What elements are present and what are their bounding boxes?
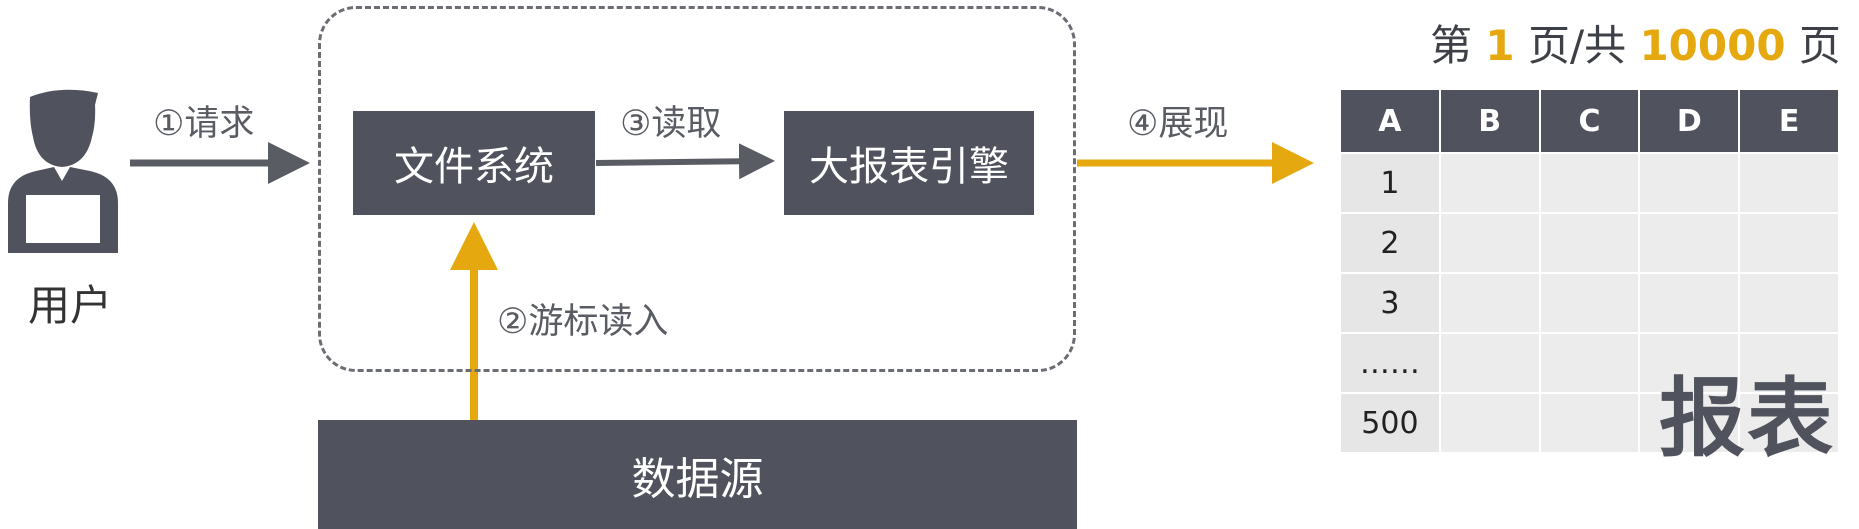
user-label: 用户	[27, 281, 112, 330]
table-row: 500	[1341, 392, 1840, 452]
report-table: A B C D E 1 2 3 …… 500	[1341, 90, 1840, 452]
column-header: E	[1740, 90, 1838, 152]
table-cell	[1540, 152, 1639, 212]
table-row: 1	[1341, 152, 1840, 212]
table-row: 3	[1341, 272, 1840, 332]
current-page: 1	[1485, 21, 1515, 70]
step-cursor-read-label: ②游标读入	[497, 302, 669, 342]
row-label: 1	[1341, 152, 1439, 212]
row-label: 500	[1341, 392, 1439, 452]
table-cell	[1640, 272, 1739, 332]
table-cell	[1440, 272, 1539, 332]
table-cell	[1740, 392, 1838, 452]
table-cell	[1440, 332, 1539, 392]
table-cell	[1640, 332, 1739, 392]
table-cell	[1540, 332, 1639, 392]
report-title: 报表	[1659, 369, 1835, 469]
column-header: C	[1540, 90, 1639, 152]
page-suffix: 页	[1785, 21, 1841, 70]
table-row: ……	[1341, 332, 1840, 392]
column-header: A	[1341, 90, 1439, 152]
table-header-row: A B C D E	[1341, 90, 1840, 152]
step-display-label: ④展现	[1127, 104, 1229, 144]
table-cell	[1640, 212, 1739, 272]
step-request-label: ①请求	[153, 104, 255, 144]
page-middle: 页/共	[1514, 21, 1640, 70]
column-header: D	[1640, 90, 1739, 152]
report-engine-node: 大报表引擎	[784, 111, 1034, 215]
row-label: 2	[1341, 212, 1439, 272]
arrow-read	[595, 143, 775, 180]
table-cell	[1540, 392, 1639, 452]
row-label: 3	[1341, 272, 1439, 332]
step-read-label: ③读取	[620, 104, 722, 144]
table-cell	[1440, 392, 1539, 452]
table-cell	[1440, 152, 1539, 212]
table-row: 2	[1341, 212, 1840, 272]
table-cell	[1440, 212, 1539, 272]
table-cell	[1640, 152, 1739, 212]
table-cell	[1540, 212, 1639, 272]
page-prefix: 第	[1430, 21, 1486, 70]
page-indicator: 第 1 页/共 10000 页	[1430, 12, 1841, 73]
table-cell	[1740, 212, 1838, 272]
process-container	[318, 6, 1076, 372]
table-cell	[1540, 272, 1639, 332]
table-cell	[1740, 332, 1838, 392]
table-cell	[1740, 152, 1838, 212]
table-cell	[1640, 392, 1739, 452]
table-cell	[1740, 272, 1838, 332]
data-source-node: 数据源	[318, 420, 1077, 529]
file-system-node: 文件系统	[353, 111, 595, 215]
row-label: ……	[1341, 332, 1439, 392]
column-header: B	[1440, 90, 1539, 152]
total-pages: 10000	[1639, 21, 1786, 70]
user-icon	[0, 85, 130, 255]
